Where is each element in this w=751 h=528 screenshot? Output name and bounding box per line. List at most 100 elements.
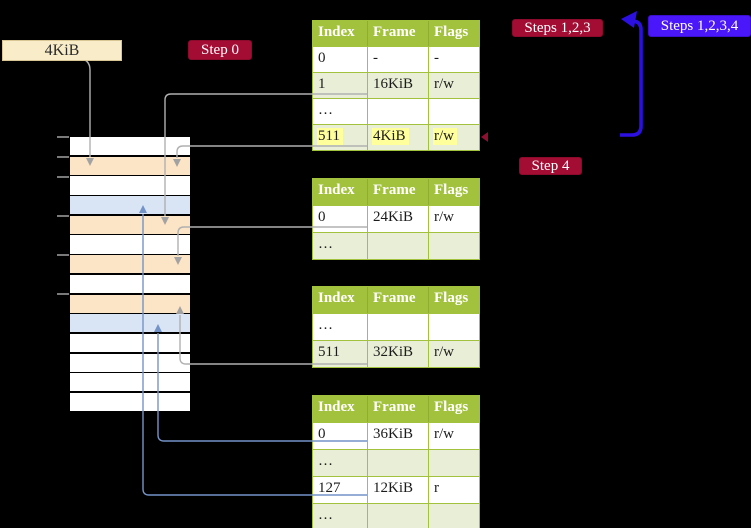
- table-header-row: Index Frame Flags: [313, 179, 479, 206]
- memory-frame-white: [70, 333, 190, 353]
- cell-flags: -: [434, 50, 439, 66]
- table-row: …: [313, 233, 479, 259]
- cell-frame: [368, 99, 429, 124]
- table-row: …: [313, 504, 479, 528]
- header-flags: Flags: [434, 290, 469, 306]
- header-frame: Frame: [368, 396, 429, 422]
- highlighted-value: r/w: [433, 128, 457, 145]
- page-table-second: Index Frame Flags 0 24KiB r/w …: [312, 178, 480, 260]
- step4-badge: Step 4: [519, 157, 582, 175]
- table-header-row: Index Frame Flags: [313, 287, 479, 314]
- step4-text: Step 4: [531, 157, 570, 174]
- cell-flags: r/w: [434, 344, 454, 360]
- physical-memory-column: [70, 137, 190, 413]
- memory-frame-white: [70, 137, 190, 156]
- steps123-text: Steps 1,2,3: [524, 19, 591, 36]
- memory-frame-wheat: [70, 294, 190, 313]
- cell-index: …: [313, 504, 368, 528]
- cell-flags: [429, 314, 478, 340]
- cell-frame: [368, 314, 429, 340]
- cell-flags: [429, 504, 478, 528]
- cell-flags: [429, 233, 478, 259]
- cell-flags: r/w: [434, 76, 454, 92]
- table-header-row: Index Frame Flags: [313, 396, 479, 423]
- cell-index: …: [313, 314, 368, 340]
- cell-index: 0: [313, 423, 368, 449]
- header-index: Index: [313, 179, 368, 205]
- cell-frame: 24KiB: [368, 206, 429, 232]
- header-index: Index: [313, 21, 368, 46]
- tick-mark: [57, 254, 69, 256]
- highlighted-value: 4KiB: [372, 128, 409, 145]
- page-size-label: 4KiB: [2, 40, 122, 61]
- table-row: 0 24KiB r/w: [313, 206, 479, 233]
- red-arrowhead-left-icon: [481, 132, 488, 142]
- tick-mark: [57, 215, 69, 217]
- memory-frame-blue: [70, 314, 190, 333]
- header-frame: Frame: [368, 179, 429, 205]
- arrowhead-left-icon: [621, 11, 637, 28]
- cell-index: 127: [313, 477, 368, 503]
- table-row: 0 - -: [313, 47, 479, 73]
- header-index: Index: [313, 396, 368, 422]
- steps-loop-arrow: [620, 19, 643, 137]
- cell-frame: -: [368, 47, 429, 72]
- memory-frame-wheat: [70, 156, 190, 175]
- header-frame: Frame: [368, 287, 429, 313]
- tick-mark: [57, 293, 69, 295]
- cell-index: 0: [313, 47, 368, 72]
- table-row: …: [313, 99, 479, 125]
- table-row: …: [313, 314, 479, 341]
- cell-frame: [368, 450, 429, 476]
- highlighted-value: 511: [317, 128, 343, 145]
- memory-frame-wheat: [70, 215, 190, 234]
- cell-index: 1: [313, 73, 368, 98]
- cell-frame: [368, 504, 429, 528]
- cell-flags: [429, 99, 478, 124]
- header-flags: Flags: [434, 182, 469, 198]
- cell-frame: [368, 233, 429, 259]
- memory-frame-wheat: [70, 255, 190, 274]
- cell-frame: 16KiB: [368, 73, 429, 98]
- memory-frame-white: [70, 274, 190, 293]
- cell-index: …: [313, 450, 368, 476]
- table-row: 127 12KiB r: [313, 477, 479, 504]
- cell-frame: 32KiB: [368, 341, 429, 367]
- cell-frame: 36KiB: [368, 423, 429, 449]
- page-table-third: Index Frame Flags … 511 32KiB r/w: [312, 286, 480, 368]
- tick-mark: [57, 176, 69, 178]
- cell-index: 511: [313, 125, 368, 150]
- header-index: Index: [313, 287, 368, 313]
- page-table-top: Index Frame Flags 0 - - 1 16KiB r/w … 51…: [312, 20, 480, 151]
- page-size-text: 4KiB: [44, 41, 80, 59]
- cell-index: …: [313, 233, 368, 259]
- table-header-row: Index Frame Flags: [313, 21, 479, 47]
- header-flags: Flags: [434, 24, 469, 40]
- memory-frame-blue: [70, 196, 190, 215]
- cell-flags: r/w: [429, 125, 478, 150]
- table-row: 511 32KiB r/w: [313, 341, 479, 367]
- memory-frame-white: [70, 176, 190, 195]
- page-table-bottom: Index Frame Flags 0 36KiB r/w … 127 12Ki…: [312, 395, 480, 528]
- cell-frame: 4KiB: [368, 125, 429, 150]
- cell-flags: r: [434, 480, 439, 496]
- steps123-badge: Steps 1,2,3: [512, 19, 603, 37]
- cell-index: 511: [313, 341, 368, 367]
- table-row: 0 36KiB r/w: [313, 423, 479, 450]
- cell-flags: r/w: [434, 426, 454, 442]
- cell-index: 0: [313, 206, 368, 232]
- table-row: 1 16KiB r/w: [313, 73, 479, 99]
- table-row: …: [313, 450, 479, 477]
- header-flags: Flags: [434, 399, 469, 415]
- steps1234-text: Steps 1,2,3,4: [660, 17, 739, 34]
- memory-frame-white: [70, 353, 190, 372]
- steps1234-badge: Steps 1,2,3,4: [648, 15, 751, 37]
- tick-mark: [57, 136, 69, 138]
- memory-frame-white: [70, 392, 190, 412]
- table-row-highlighted: 511 4KiB r/w: [313, 125, 479, 150]
- cell-frame: 12KiB: [368, 477, 429, 503]
- cell-flags: [429, 450, 478, 476]
- cell-flags: r/w: [434, 209, 454, 225]
- header-frame: Frame: [368, 21, 429, 46]
